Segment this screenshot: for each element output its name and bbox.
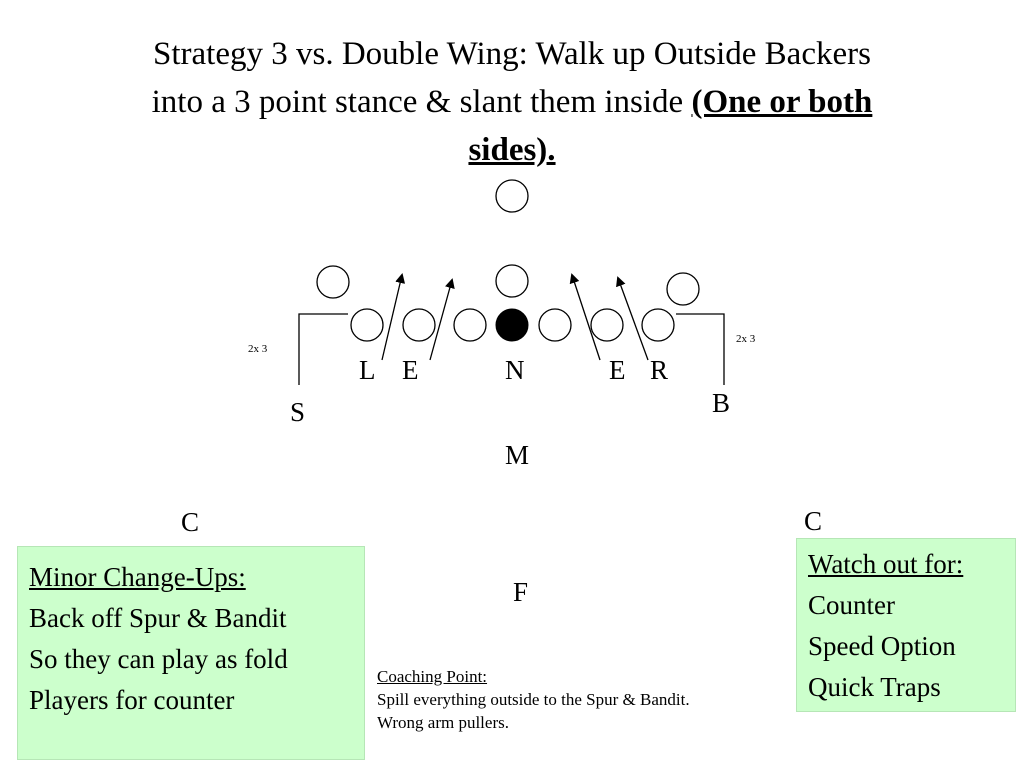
- defender-label-e-left: E: [402, 355, 419, 385]
- offense-player-guard-right: [538, 308, 572, 342]
- defender-label-s: S: [290, 397, 305, 427]
- minor-change-ups-heading: Minor Change-Ups:: [29, 562, 246, 592]
- defender-label-c-left: C: [181, 507, 199, 537]
- slant-arrow-l: [381, 273, 406, 361]
- offense-player-center: [495, 308, 529, 342]
- defender-label-e-right: E: [609, 355, 626, 385]
- defender-label-f: F: [513, 577, 528, 607]
- minor-change-ups-line: Players for counter: [29, 685, 235, 715]
- offense-player-guard-left: [453, 308, 487, 342]
- coaching-point-line: Spill everything outside to the Spur & B…: [377, 690, 690, 709]
- defender-label-n: N: [505, 355, 525, 385]
- coaching-point: Coaching Point: Spill everything outside…: [377, 665, 690, 734]
- split-bracket-left: [298, 313, 348, 385]
- offense-player-tackle-right: [590, 308, 624, 342]
- coaching-point-line: Wrong arm pullers.: [377, 713, 509, 732]
- slant-arrow-e-right: [569, 273, 601, 361]
- slide-title: Strategy 3 vs. Double Wing: Walk up Outs…: [40, 30, 984, 174]
- offense-player-end-left: [350, 308, 384, 342]
- watch-out-line: Counter: [808, 590, 895, 620]
- watch-out-line: Speed Option: [808, 631, 956, 661]
- watch-out-heading: Watch out for:: [808, 549, 964, 579]
- offense-player-tackle-left: [402, 308, 436, 342]
- defender-label-b: B: [712, 388, 730, 418]
- title-line-1: Strategy 3 vs. Double Wing: Walk up Outs…: [153, 36, 871, 72]
- watch-out-line: Quick Traps: [808, 672, 941, 702]
- coaching-point-heading: Coaching Point:: [377, 667, 488, 686]
- offense-player-wing-left: [316, 265, 350, 299]
- defender-label-c-right: C: [804, 506, 822, 536]
- title-emphasis-2: sides).: [468, 132, 556, 168]
- title-emphasis: (One or both: [691, 84, 873, 120]
- watch-out-box: Watch out for: Counter Speed Option Quic…: [796, 538, 1016, 712]
- defender-label-l: L: [359, 355, 376, 385]
- offense-player-back-deep: [495, 179, 529, 213]
- defender-label-m: M: [505, 440, 529, 470]
- split-note-right: 2x 3: [736, 333, 756, 345]
- offense-player-end-right: [641, 308, 675, 342]
- title-line-2: into a 3 point stance & slant them insid…: [151, 84, 684, 120]
- split-bracket-right: [676, 313, 725, 385]
- offense-player-fullback: [495, 264, 529, 298]
- split-note-left: 2x 3: [248, 343, 268, 355]
- minor-change-ups-line: Back off Spur & Bandit: [29, 603, 287, 633]
- minor-change-ups-box: Minor Change-Ups: Back off Spur & Bandit…: [17, 546, 365, 760]
- slant-arrow-e-left: [429, 278, 455, 361]
- defender-label-r: R: [650, 355, 668, 385]
- slant-arrow-r: [616, 276, 649, 361]
- minor-change-ups-line: So they can play as fold: [29, 644, 288, 674]
- offense-player-wing-right: [666, 272, 700, 306]
